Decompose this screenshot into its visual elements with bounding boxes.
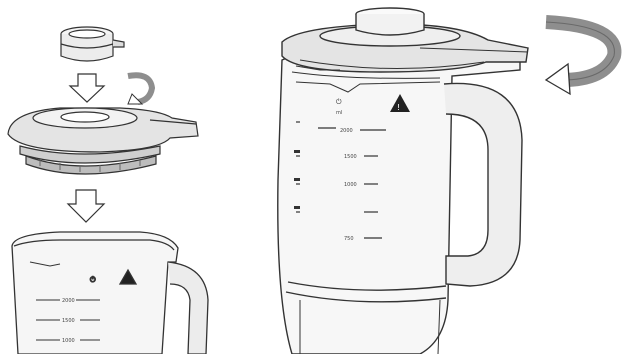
measuring-cap (61, 27, 124, 61)
large-jug-mark: 1500 (344, 154, 357, 160)
twist-arrow-icon (128, 75, 152, 104)
top-symbol-text: ml (336, 110, 342, 116)
small-jug-mark: 2000 (62, 298, 75, 304)
small-jug-mark: 1000 (62, 338, 75, 344)
lid (282, 8, 528, 72)
large-jug-mark: 2000 (340, 128, 353, 134)
twist-arrow-icon (546, 22, 614, 94)
large-jug-mark: 750 (344, 236, 354, 242)
down-arrow-icon (70, 74, 104, 102)
svg-text:!: ! (397, 103, 400, 112)
down-arrow-icon (68, 190, 104, 222)
small-jug: ⏻ (12, 232, 208, 354)
lid (8, 108, 198, 174)
symbol-label: ⏻ (90, 276, 96, 284)
power-symbol: ⏻ (336, 98, 342, 106)
large-jug-mark: 1000 (344, 182, 357, 188)
small-jug-mark: 1500 (62, 318, 75, 324)
